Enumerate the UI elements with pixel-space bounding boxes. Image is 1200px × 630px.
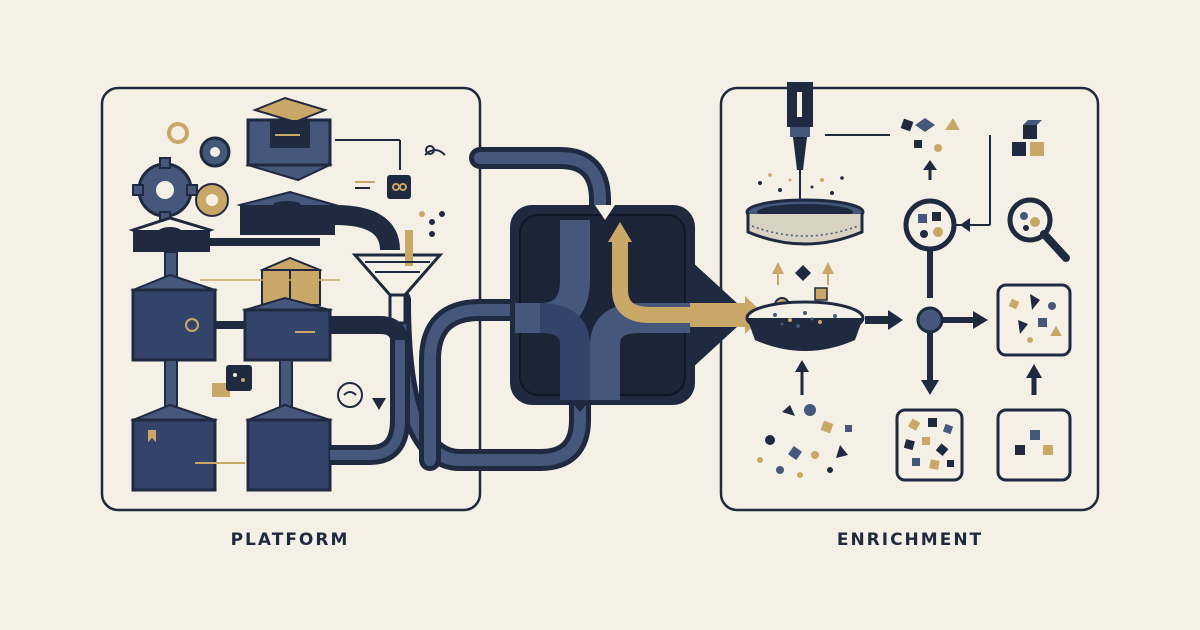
nozzle-icon [787, 82, 813, 210]
magnifier-icon [1007, 197, 1070, 262]
link-icon [424, 145, 446, 156]
gear-icon [132, 157, 198, 223]
shapes-box [996, 408, 1072, 482]
gear-icon [199, 136, 231, 168]
box-icon [259, 256, 323, 306]
pipe-junction-icon [510, 205, 765, 412]
particles [758, 173, 844, 195]
cubes-icon [1012, 120, 1044, 156]
hub-node [916, 306, 944, 334]
folder-icon [212, 365, 252, 397]
cluster-icon [903, 198, 957, 252]
network-icon [419, 211, 445, 237]
sieve-icon [745, 198, 865, 246]
enrichment-label: ENRICHMENT [836, 530, 984, 550]
box-icon [130, 273, 218, 362]
arrow-icon [772, 262, 834, 285]
shapes-box [895, 408, 964, 482]
funnel-icon [334, 205, 444, 325]
shapes-icon [757, 404, 852, 478]
bowl-icon [745, 287, 865, 351]
link-icon [337, 382, 363, 408]
platform-disc [128, 216, 215, 252]
shapes-box [996, 283, 1072, 357]
platform-slab [236, 190, 339, 235]
box-icon [245, 96, 333, 182]
link-icon [387, 175, 411, 199]
platform-label: PLATFORM [230, 530, 350, 550]
gear-icon [195, 183, 229, 217]
box-icon [130, 403, 218, 492]
box-icon [245, 403, 333, 492]
shapes-icon [900, 118, 960, 152]
gear-icon [167, 122, 189, 144]
